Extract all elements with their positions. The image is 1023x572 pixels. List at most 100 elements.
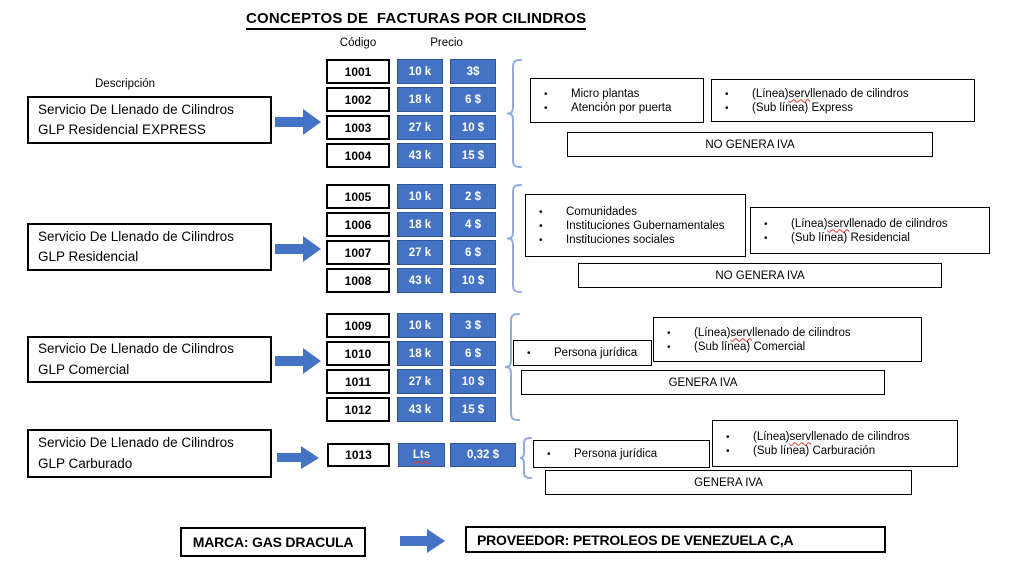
code-box: 1007 <box>326 240 390 265</box>
linea-prefix: (Línea) <box>694 326 731 339</box>
brace-icon <box>519 437 532 479</box>
column-header-codigo: Código <box>339 37 377 49</box>
line-info-box: •(Línea) serv llenado de cilindros•(Sub … <box>712 420 958 467</box>
list-item: •Micro plantas <box>544 88 703 100</box>
bullet-icon: • <box>725 102 729 114</box>
description-line-1: Servicio De Llenado de Cilindros <box>38 435 234 451</box>
line-info-box: • (Línea) serv llenado de cilindros • (Sub … <box>750 207 990 254</box>
size-label: 27 k <box>408 121 432 134</box>
description-line-1: Servicio De Llenado de Cilindros <box>38 228 234 244</box>
size-label: 27 k <box>408 375 432 388</box>
sublinea-label: (Sub línea) Comercial <box>694 340 806 353</box>
description-line-1: Servicio De Llenado de Cilindros <box>38 101 234 117</box>
bullet-icon: • <box>725 88 729 100</box>
price-box: 3$ <box>450 59 496 84</box>
linea-misspelled-word: serv <box>730 326 753 339</box>
iva-status-box: GENERA IVA <box>545 470 912 495</box>
list-item: •Instituciones Gubernamentales <box>539 220 745 232</box>
linea-misspelled-word: serv <box>789 430 812 443</box>
size-box: 43 k <box>397 268 443 293</box>
size-box: 18 k <box>397 212 443 237</box>
bullet-icon: • <box>764 232 768 244</box>
code-box: 1006 <box>326 212 390 237</box>
customer-label: Persona jurídica <box>574 448 658 460</box>
column-header-precio: Precio <box>430 37 463 49</box>
price-box: 2 $ <box>450 184 496 209</box>
description-line-2: GLP Comercial <box>38 361 130 377</box>
list-item: •(Línea) serv llenado de cilindros <box>726 431 957 443</box>
description-line-2: GLP Carburado <box>38 455 133 471</box>
linea-suffix: llenado de cilindros <box>849 217 948 230</box>
linea-suffix: llenado de cilindros <box>752 326 851 339</box>
customer-types-box: •Persona jurídica <box>513 340 652 366</box>
linea-suffix: llenado de cilindros <box>810 87 909 100</box>
linea-misspelled-word: serv <box>788 87 811 100</box>
bullet-icon: • <box>539 206 543 218</box>
size-label: 18 k <box>408 218 432 231</box>
brace-icon <box>504 313 520 421</box>
customer-label: Comunidades <box>566 205 637 218</box>
size-label: 43 k <box>408 149 432 162</box>
bullet-icon: • <box>539 220 543 232</box>
linea-misspelled-word: serv <box>827 217 850 230</box>
size-box: 18 k <box>397 341 443 366</box>
bullet-icon: • <box>667 327 671 339</box>
bullet-icon: • <box>667 341 671 353</box>
list-item: •(Sub línea) Express <box>725 102 974 114</box>
code-box: 1003 <box>326 115 390 140</box>
price-box: 15 $ <box>450 143 496 168</box>
flow-arrow-icon <box>275 109 321 135</box>
price-box: 6 $ <box>450 341 496 366</box>
size-box: 10 k <box>397 313 443 338</box>
bullet-icon: • <box>527 348 531 359</box>
size-box: 18 k <box>397 87 443 112</box>
sublinea-label: (Sub línea) Carburación <box>753 444 876 457</box>
size-label: 10 k <box>408 190 432 203</box>
list-item: • (Línea) serv llenado de cilindros <box>764 218 989 230</box>
brace-icon <box>506 59 522 168</box>
price-box: 6 $ <box>450 87 496 112</box>
price-box: 6 $ <box>450 240 496 265</box>
price-box: 10 $ <box>450 369 496 394</box>
description-line-2: GLP Residencial EXPRESS <box>38 122 206 137</box>
price-box: 4 $ <box>450 212 496 237</box>
price-box: 0,32 $ <box>450 443 516 467</box>
line-info-box: • (Línea) serv llenado de cilindros • (Sub … <box>653 317 922 362</box>
size-box: Lts <box>398 443 445 467</box>
size-label: 18 k <box>408 93 432 106</box>
code-box: 1012 <box>326 397 390 422</box>
size-box: 10 k <box>397 184 443 209</box>
customer-label: Micro plantas <box>571 87 640 100</box>
linea-prefix: (Línea) <box>753 430 790 443</box>
linea-prefix: (Línea) <box>791 217 828 230</box>
customer-types-box: • Comunidades •Instituciones Gubernamental… <box>525 194 746 257</box>
flow-arrow-icon <box>275 236 321 262</box>
customer-label: Instituciones sociales <box>566 233 675 246</box>
size-box: 43 k <box>397 143 443 168</box>
list-item: • Comunidades <box>539 206 745 218</box>
size-box: 27 k <box>397 240 443 265</box>
list-item: • (Sub línea) Comercial <box>667 341 921 353</box>
list-item: •(Sub línea) Carburación <box>726 445 957 457</box>
bullet-icon: • <box>764 218 768 230</box>
code-box: 1002 <box>326 87 390 112</box>
line-info-box: •(Línea) serv llenado de cilindros•(Sub … <box>711 79 975 122</box>
size-box: 43 k <box>397 397 443 422</box>
list-item: • (Línea) serv llenado de cilindros <box>667 327 921 339</box>
list-item: • (Sub línea) Residencial <box>764 232 989 244</box>
size-label: 43 k <box>408 403 432 416</box>
bullet-icon: • <box>726 431 730 443</box>
size-box: 10 k <box>397 59 443 84</box>
iva-status-box: NO GENERA IVA <box>578 263 942 288</box>
bullet-icon: • <box>547 449 551 460</box>
iva-status-box: NO GENERA IVA <box>567 132 933 157</box>
sublinea-label: (Sub línea) Residencial <box>791 231 910 244</box>
brand-box: MARCA: GAS DRACULA <box>180 527 366 557</box>
bullet-icon: • <box>539 234 543 246</box>
size-box: 27 k <box>397 115 443 140</box>
flow-arrow-icon <box>275 348 321 374</box>
size-label: 10 k <box>408 319 432 332</box>
list-item: •Atención por puerta <box>544 102 703 114</box>
